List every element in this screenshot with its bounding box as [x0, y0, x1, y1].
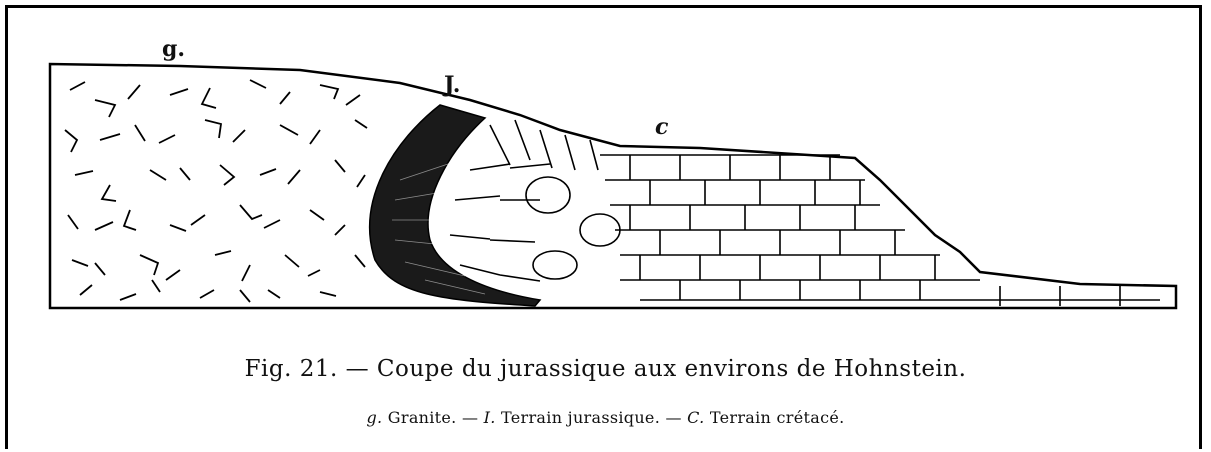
- granite-texture: [65, 80, 367, 302]
- legend-i-key: I.: [484, 408, 496, 427]
- label-cretaceous: c: [655, 114, 669, 140]
- legend-g-text: Granite. —: [382, 408, 483, 427]
- legend-c-text: Terrain crétacé.: [705, 408, 845, 427]
- figure-caption-title: Fig. 21. — Coupe du jurassique aux envir…: [0, 356, 1211, 382]
- terrain-outline: [50, 64, 1176, 308]
- legend-c-key: C.: [687, 408, 704, 427]
- label-jurassic: J.: [442, 72, 460, 98]
- legend-i-text: Terrain jurassique. —: [496, 408, 688, 427]
- figure-caption-legend: g. Granite. — I. Terrain jurassique. — C…: [0, 408, 1211, 427]
- label-granite: g.: [162, 36, 185, 62]
- cretaceous-blocks: [450, 120, 1160, 306]
- jurassic-band: [370, 105, 540, 306]
- legend-g-key: g.: [366, 408, 382, 427]
